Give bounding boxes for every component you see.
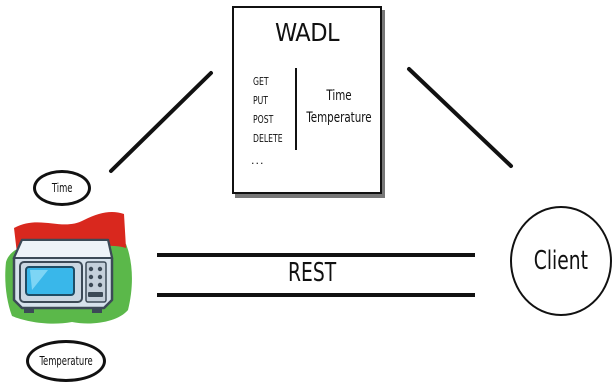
method-item: GET bbox=[253, 75, 269, 88]
control-dot bbox=[97, 266, 103, 272]
rest-connection: REST bbox=[262, 258, 362, 288]
control-dot bbox=[88, 266, 94, 272]
method-item: POST bbox=[253, 113, 274, 126]
microwave-foot bbox=[24, 308, 34, 313]
client-label: Client bbox=[533, 246, 589, 276]
control-dot bbox=[88, 274, 94, 280]
microwave-top-face bbox=[12, 239, 114, 259]
wadl-to-client-line bbox=[407, 67, 513, 168]
device-to-wadl-line bbox=[109, 71, 213, 173]
control-dot bbox=[88, 282, 94, 288]
resource-item: Time bbox=[326, 88, 352, 104]
resource-item: Temperature bbox=[306, 110, 372, 126]
http-methods-list: GET PUT POST DELETE bbox=[253, 72, 283, 148]
more-ellipsis: ... bbox=[251, 154, 265, 167]
control-dot bbox=[97, 274, 103, 280]
wadl-title: WADL bbox=[274, 18, 340, 47]
method-item: DELETE bbox=[253, 132, 283, 145]
time-label: Time bbox=[51, 181, 73, 195]
time-oval: Time bbox=[33, 170, 91, 206]
screen-glare bbox=[30, 270, 48, 290]
control-button bbox=[88, 292, 103, 297]
temperature-label: Temperature bbox=[39, 354, 93, 368]
rest-label: REST bbox=[287, 258, 337, 288]
temperature-oval: Temperature bbox=[26, 340, 106, 382]
method-item: PUT bbox=[253, 94, 269, 107]
column-divider bbox=[295, 68, 297, 150]
wadl-document: WADL GET PUT POST DELETE ... Time Temper… bbox=[232, 6, 382, 194]
microwave-foot bbox=[92, 308, 102, 313]
resources-list: Time Temperature bbox=[298, 85, 380, 129]
client-node: Client bbox=[510, 206, 612, 316]
control-dot bbox=[97, 282, 103, 288]
